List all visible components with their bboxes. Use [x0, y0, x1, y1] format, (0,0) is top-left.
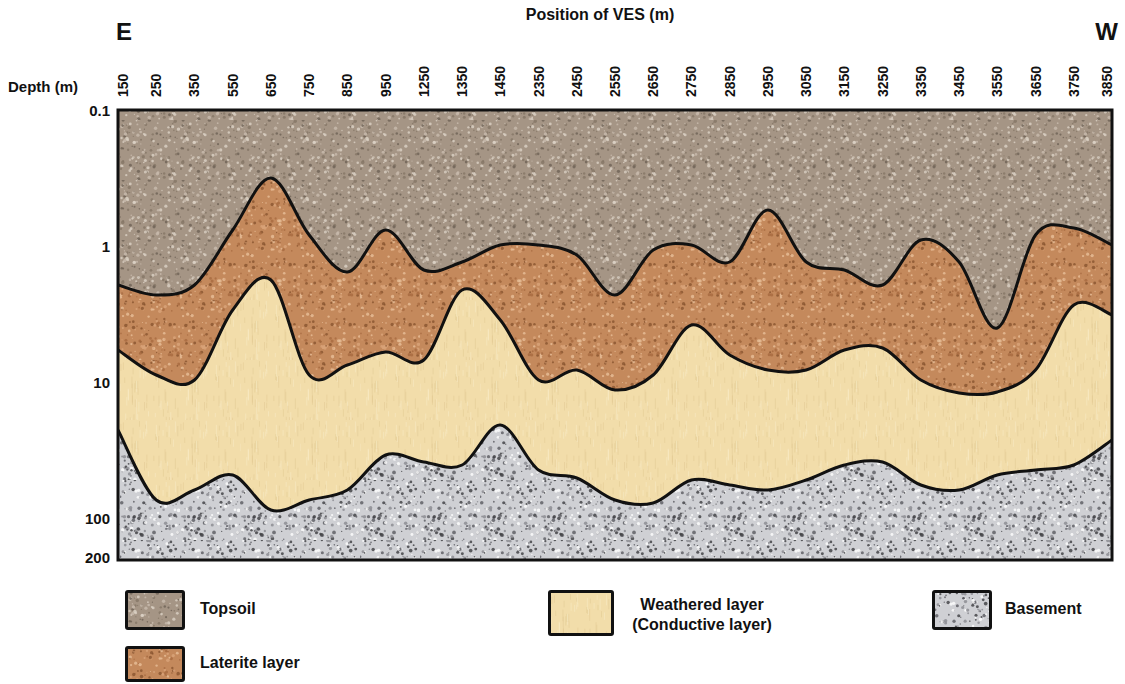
tick-label: 3050 [798, 66, 814, 97]
tick-label: 1250 [416, 66, 432, 97]
swatch-texture [128, 593, 182, 627]
tick-label: 550 [225, 74, 241, 97]
tick-label: 2550 [607, 66, 623, 97]
legend-swatch [125, 590, 185, 630]
axis-title: Position of VES (m) [526, 6, 674, 24]
layer-band [118, 425, 1112, 560]
depth-label: 200 [85, 549, 110, 566]
tick-label: 2650 [645, 66, 661, 97]
tick-label: 3750 [1066, 66, 1082, 97]
tick-label: 350 [186, 74, 202, 97]
depth-label: 100 [85, 510, 110, 527]
tick-label: 3150 [836, 66, 852, 97]
tick-label: 3650 [1028, 66, 1044, 97]
tick-label: 3550 [989, 66, 1005, 97]
tick-label: 1350 [454, 66, 470, 97]
legend-text: Basement [1005, 600, 1081, 618]
legend-text: Weathered layer (Conductive layer) [622, 595, 782, 635]
tick-label: 2350 [531, 66, 547, 97]
tick-label: 1450 [492, 66, 508, 97]
tick-label: 3250 [875, 66, 891, 97]
tick-label: 3350 [913, 66, 929, 97]
depth-label: 0.1 [89, 102, 110, 119]
swatch-texture [551, 593, 611, 633]
tick-label: 2750 [683, 66, 699, 97]
tick-label: 850 [339, 74, 355, 97]
legend-text: Topsoil [200, 600, 256, 618]
legend-swatch [932, 590, 992, 630]
layer-band [118, 277, 1112, 511]
tick-label: 150 [115, 74, 131, 97]
direction-label: E [116, 18, 132, 46]
tick-label: 2450 [569, 66, 585, 97]
axis-title: Depth (m) [8, 78, 78, 95]
legend-text: Laterite layer [200, 654, 300, 672]
tick-label: 250 [148, 74, 164, 97]
layer-boundary [118, 277, 1112, 394]
layer-boundary [118, 178, 1112, 328]
layer-boundary [118, 425, 1112, 511]
direction-label: W [1095, 18, 1118, 46]
depth-label: 10 [93, 374, 110, 391]
legend-swatch [125, 646, 185, 682]
tick-label: 2950 [760, 66, 776, 97]
plot-frame [118, 110, 1112, 560]
depth-label: 1 [102, 238, 110, 255]
swatch-texture [935, 593, 989, 627]
tick-label: 650 [263, 74, 279, 97]
tick-label: 750 [301, 74, 317, 97]
tick-label: 2850 [722, 66, 738, 97]
tick-label: 950 [378, 74, 394, 97]
swatch-texture [128, 649, 182, 679]
legend-swatch [548, 590, 614, 636]
tick-label: 3850 [1099, 66, 1115, 97]
tick-label: 3450 [951, 66, 967, 97]
